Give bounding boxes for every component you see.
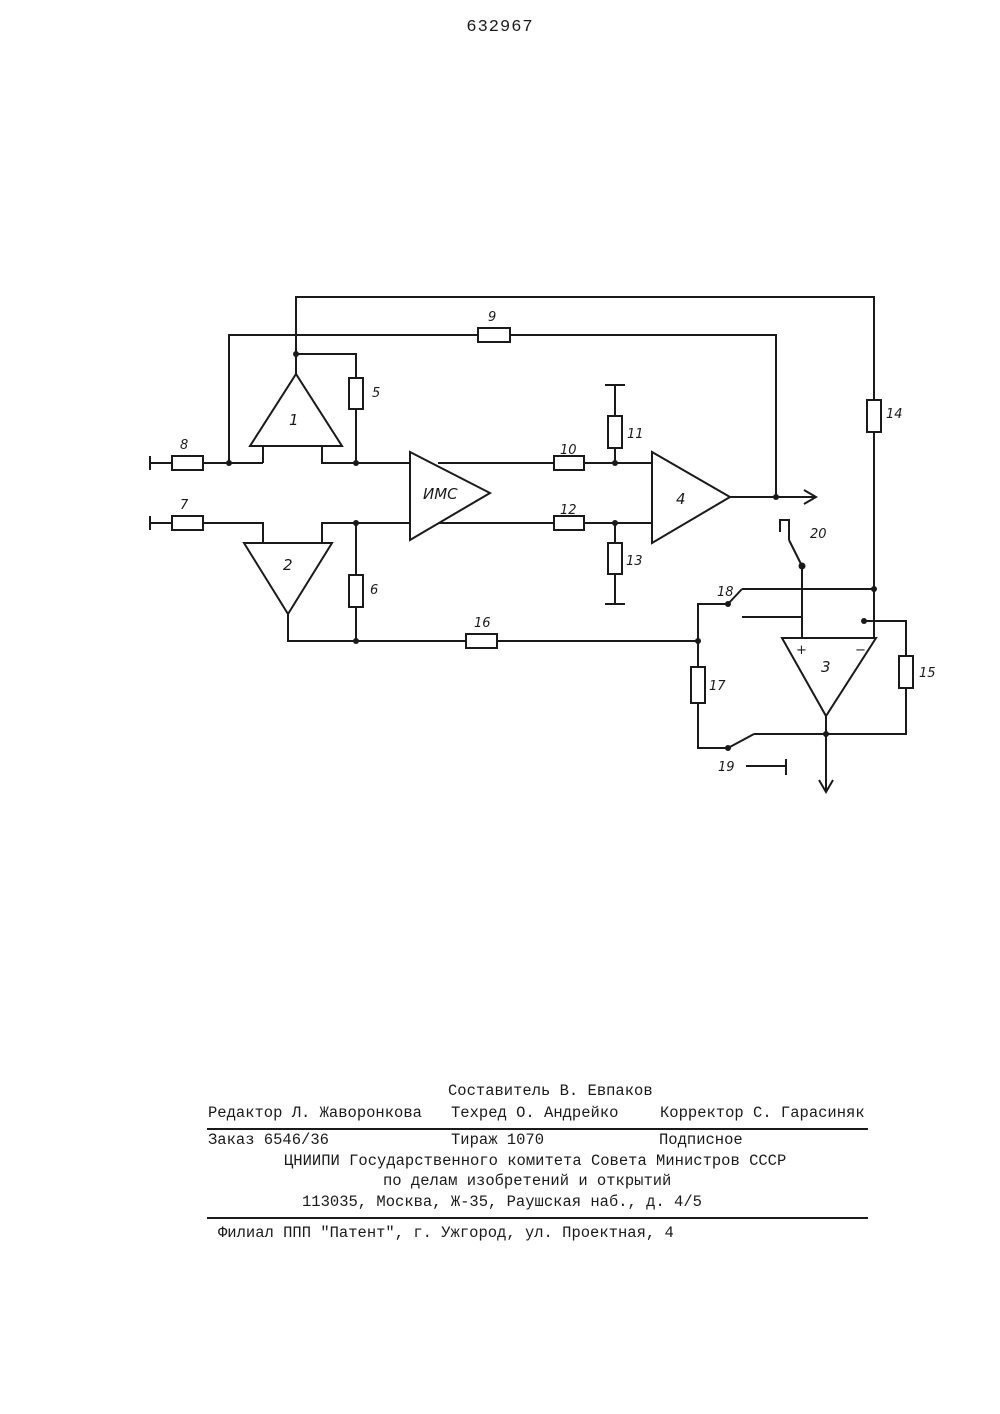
- svg-text:1: 1: [289, 411, 299, 429]
- techred-line: Техред О. Андрейко: [451, 1104, 618, 1122]
- bottom-divider: [207, 1217, 868, 1219]
- ims-block: ИМС: [410, 452, 490, 540]
- resistor-15: 15: [899, 656, 936, 688]
- resistor-10: 10: [554, 443, 584, 470]
- svg-text:4: 4: [676, 490, 686, 508]
- subscription-line: Подписное: [659, 1131, 743, 1149]
- resistor-13: 13: [608, 543, 643, 574]
- svg-text:14: 14: [886, 407, 903, 422]
- org-line-1: ЦНИИПИ Государственного комитета Совета …: [284, 1152, 786, 1170]
- branch-line: Филиал ППП "Патент", г. Ужгород, ул. Про…: [218, 1224, 674, 1242]
- svg-text:−: −: [855, 643, 866, 658]
- circulation-line: Тираж 1070: [451, 1131, 544, 1149]
- switch-20-label: 20: [810, 527, 827, 542]
- resistor-17: 17: [691, 667, 726, 703]
- svg-text:3: 3: [821, 658, 831, 676]
- switch-18-label: 18: [717, 585, 734, 600]
- switch-19-label: 19: [718, 760, 735, 775]
- svg-text:15: 15: [919, 666, 936, 681]
- svg-text:10: 10: [560, 443, 577, 458]
- resistor-16: 16: [466, 616, 497, 648]
- svg-text:7: 7: [180, 498, 189, 513]
- top-divider: [207, 1128, 868, 1130]
- resistor-11: 11: [608, 416, 644, 448]
- opamp-3: 3 + −: [782, 638, 876, 716]
- svg-text:5: 5: [372, 386, 380, 401]
- svg-text:16: 16: [474, 616, 491, 631]
- svg-text:13: 13: [626, 554, 643, 569]
- resistor-7: 7: [172, 498, 203, 530]
- resistor-8: 8: [172, 438, 203, 470]
- corrector-line: Корректор С. Гарасиняк: [660, 1104, 865, 1122]
- svg-text:8: 8: [180, 438, 188, 453]
- editor-line: Редактор Л. Жаворонкова: [208, 1104, 422, 1122]
- address-line: 113035, Москва, Ж-35, Раушская наб., д. …: [302, 1193, 702, 1211]
- svg-text:9: 9: [488, 310, 496, 325]
- resistor-14: 14: [867, 400, 903, 432]
- compiler-line: Составитель В. Евпаков: [448, 1082, 653, 1100]
- svg-text:17: 17: [709, 679, 726, 694]
- opamp-4: 4: [652, 452, 730, 543]
- svg-text:+: +: [796, 643, 807, 658]
- resistor-5: 5: [349, 378, 380, 409]
- opamp-2: 2: [244, 543, 332, 614]
- opamp-1: 1: [250, 374, 342, 446]
- org-line-2: по делам изобретений и открытий: [383, 1172, 671, 1190]
- svg-text:6: 6: [370, 583, 378, 598]
- order-line: Заказ 6546/36: [208, 1131, 329, 1149]
- svg-text:ИМС: ИМС: [423, 485, 458, 503]
- resistor-6: 6: [349, 575, 378, 607]
- resistor-12: 12: [554, 503, 584, 530]
- svg-text:11: 11: [627, 427, 644, 442]
- svg-text:2: 2: [283, 556, 293, 574]
- svg-text:12: 12: [560, 503, 577, 518]
- resistor-9: 9: [478, 310, 510, 342]
